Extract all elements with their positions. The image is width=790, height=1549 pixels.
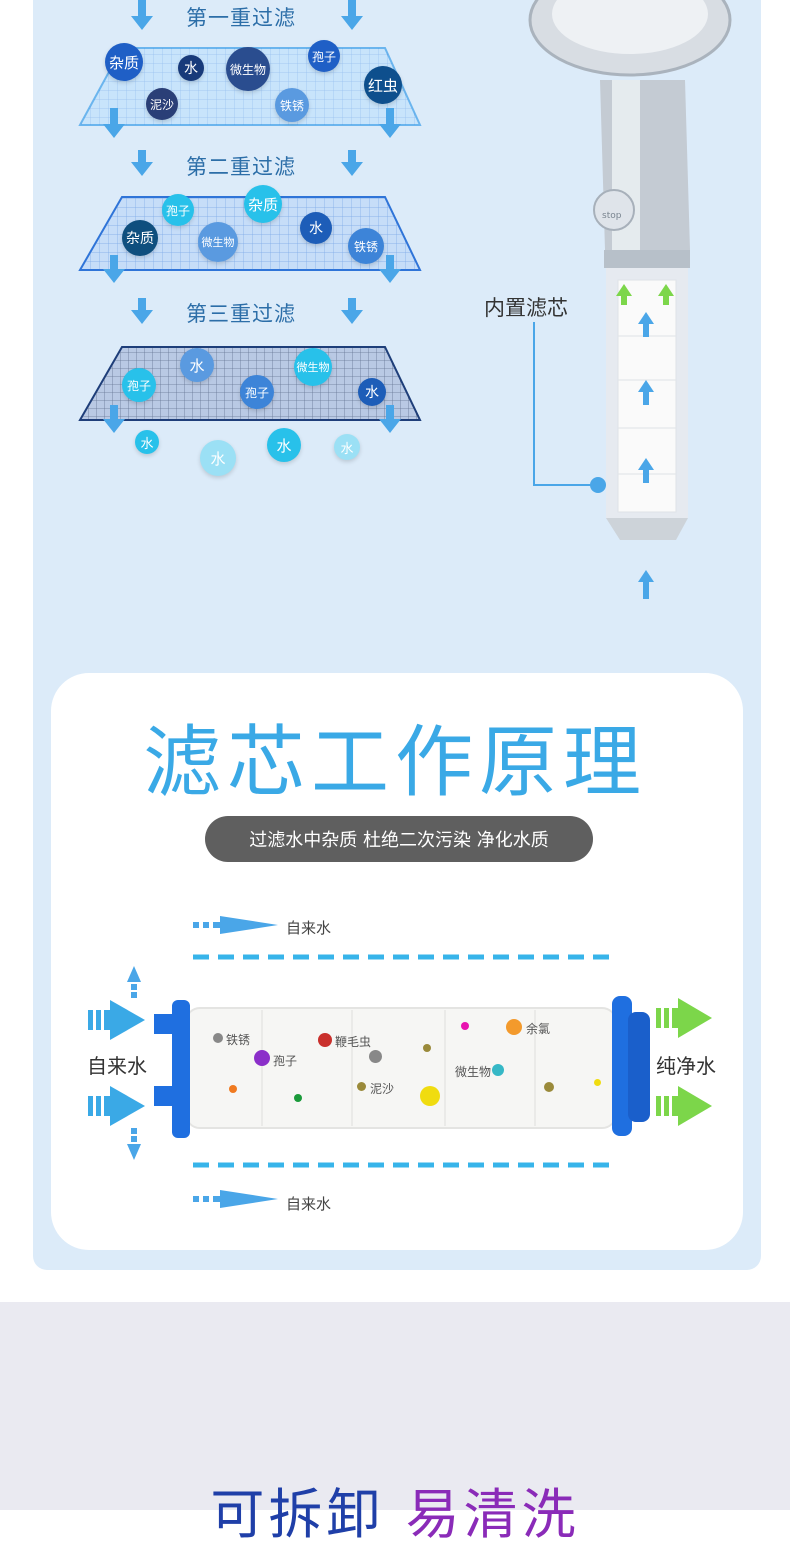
ball-water: 水 bbox=[300, 212, 332, 244]
ball-microbe: 微生物 bbox=[294, 348, 332, 386]
ball-spore: 孢子 bbox=[308, 40, 340, 72]
ball-impurity: 杂质 bbox=[122, 220, 158, 256]
filter-up-arrows bbox=[638, 312, 654, 599]
principle-subtitle: 过滤水中杂质 杜绝二次污染 净化水质 bbox=[205, 816, 593, 862]
ball-water: 水 bbox=[180, 348, 214, 382]
label-rust: 铁锈 bbox=[226, 1033, 251, 1047]
down-arrows bbox=[103, 0, 401, 433]
outlet-label: 纯净水 bbox=[656, 1054, 716, 1078]
principle-title: 滤芯工作原理 bbox=[142, 718, 647, 808]
principle-card bbox=[51, 673, 743, 1250]
bottom-section bbox=[0, 1302, 790, 1510]
filter-mesh-illustration: stop bbox=[78, 0, 732, 599]
dot-yellow bbox=[420, 1086, 440, 1106]
ball-water: 水 bbox=[135, 430, 159, 454]
dot-gray bbox=[369, 1050, 382, 1063]
bottom-title-part2: 易清洗 bbox=[405, 1483, 580, 1546]
ball-spore: 孢子 bbox=[162, 194, 194, 226]
stage-3-title: 第三重过滤 bbox=[186, 302, 296, 326]
dot-olive bbox=[423, 1044, 431, 1052]
built-in-filter-label: 内置滤芯 bbox=[484, 296, 568, 320]
tap-water-bottom-label: 自来水 bbox=[286, 1195, 332, 1213]
tap-water-top-label: 自来水 bbox=[286, 919, 332, 937]
ball-water: 水 bbox=[358, 378, 386, 406]
ball-spore: 孢子 bbox=[122, 368, 156, 402]
label-chlorine: 余氯 bbox=[526, 1022, 551, 1036]
label-flagellate: 鞭毛虫 bbox=[335, 1035, 372, 1049]
ball-sediment: 泥沙 bbox=[146, 88, 178, 120]
dot-spore bbox=[254, 1050, 270, 1066]
ball-microbe: 微生物 bbox=[198, 222, 238, 262]
stop-button-text: stop bbox=[602, 211, 622, 221]
inlet-label: 自来水 bbox=[87, 1054, 147, 1078]
ball-rust: 铁锈 bbox=[275, 88, 309, 122]
ball-water: 水 bbox=[334, 434, 360, 460]
label-spore: 孢子 bbox=[273, 1054, 298, 1068]
stage-2-title: 第二重过滤 bbox=[186, 155, 296, 179]
filter-green-arrows bbox=[616, 284, 674, 305]
dot-magenta bbox=[461, 1022, 469, 1030]
ball-spore: 孢子 bbox=[240, 375, 274, 409]
dot-chlorine bbox=[506, 1019, 522, 1035]
dot-yellow-2 bbox=[594, 1079, 601, 1086]
ball-microbe: 微生物 bbox=[226, 47, 270, 91]
ball-impurity: 杂质 bbox=[244, 185, 282, 223]
ball-water: 水 bbox=[178, 55, 204, 81]
callout-line bbox=[533, 322, 598, 486]
dot-orange bbox=[229, 1085, 237, 1093]
dot-microbe bbox=[492, 1064, 504, 1076]
filter-cartridge-diagram bbox=[88, 916, 712, 1208]
label-sediment: 泥沙 bbox=[370, 1082, 395, 1096]
label-microbe: 微生物 bbox=[455, 1065, 492, 1079]
ball-water: 水 bbox=[200, 440, 236, 476]
dot-rust bbox=[213, 1033, 223, 1043]
dot-green bbox=[294, 1094, 302, 1102]
ball-red-worm: 红虫 bbox=[364, 66, 402, 104]
bottom-title-part1: 可拆卸 bbox=[210, 1483, 385, 1546]
dot-olive-2 bbox=[544, 1082, 554, 1092]
shower-head bbox=[528, 0, 732, 540]
ball-impurity: 杂质 bbox=[105, 43, 143, 81]
ball-rust: 铁锈 bbox=[348, 228, 384, 264]
ball-water: 水 bbox=[267, 428, 301, 462]
stage-1-title: 第一重过滤 bbox=[186, 6, 296, 30]
dot-flagellate bbox=[318, 1033, 332, 1047]
dot-sediment bbox=[357, 1082, 366, 1091]
